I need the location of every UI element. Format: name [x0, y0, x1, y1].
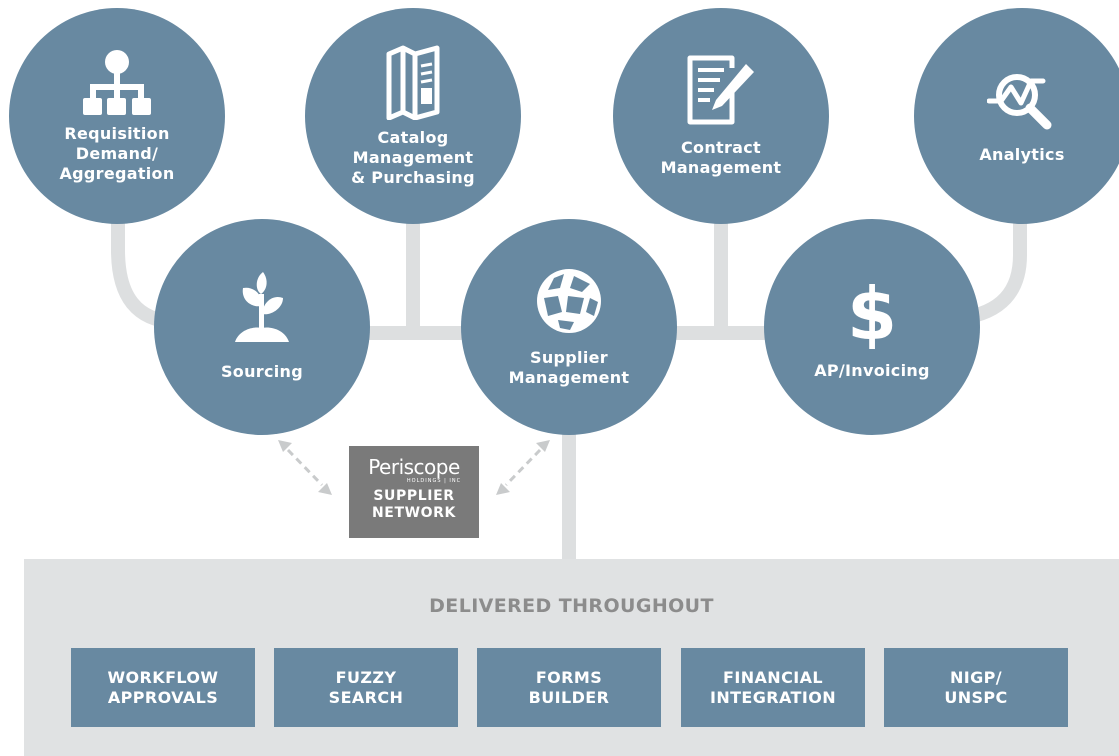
module-label: Contract Management [660, 138, 782, 177]
globe-icon [534, 266, 604, 340]
module-label: AP/Invoicing [814, 361, 930, 380]
module-sourcing: Sourcing [154, 219, 370, 435]
module-catalog: Catalog Management & Purchasing [305, 8, 521, 224]
feature-fuzzy-search: FUZZY SEARCH [274, 648, 458, 727]
module-supplier: Supplier Management [461, 219, 677, 435]
org-chart-icon [81, 48, 153, 122]
feature-nigp-unspc: NIGP/ UNSPC [884, 648, 1068, 727]
supplier-network-label: SUPPLIER NETWORK [371, 488, 456, 521]
dollar-icon: $ [847, 272, 897, 356]
module-analytics: Analytics [914, 8, 1119, 224]
module-contract: Contract Management [613, 8, 829, 224]
contract-document-icon [686, 54, 756, 130]
supplier-network-badge: Periscope HOLDINGS | INC SUPPLIER NETWOR… [349, 446, 479, 538]
module-label: Requisition Demand/ Aggregation [59, 124, 175, 183]
module-requisition: Requisition Demand/ Aggregation [9, 8, 225, 224]
svg-text:$: $ [850, 273, 894, 349]
module-label: Supplier Management [508, 348, 630, 387]
catalog-brochure-icon [385, 44, 441, 124]
feature-financial-integration: FINANCIAL INTEGRATION [681, 648, 865, 727]
module-label: Analytics [979, 145, 1065, 164]
module-label: Sourcing [220, 362, 303, 381]
panel-title: DELIVERED THROUGHOUT [429, 595, 714, 617]
module-ap-invoicing: $ AP/Invoicing [764, 219, 980, 435]
module-label: Catalog Management & Purchasing [351, 128, 475, 187]
periscope-logo: Periscope [368, 455, 460, 479]
sprout-icon [231, 272, 293, 348]
analytics-magnifier-icon [986, 67, 1057, 135]
feature-forms-builder: FORMS BUILDER [477, 648, 661, 727]
delivered-throughout-panel: DELIVERED THROUGHOUT WORKFLOW APPROVALS … [24, 559, 1119, 756]
periscope-logo-subtitle: HOLDINGS | INC [406, 478, 462, 484]
feature-workflow-approvals: WORKFLOW APPROVALS [71, 648, 255, 727]
